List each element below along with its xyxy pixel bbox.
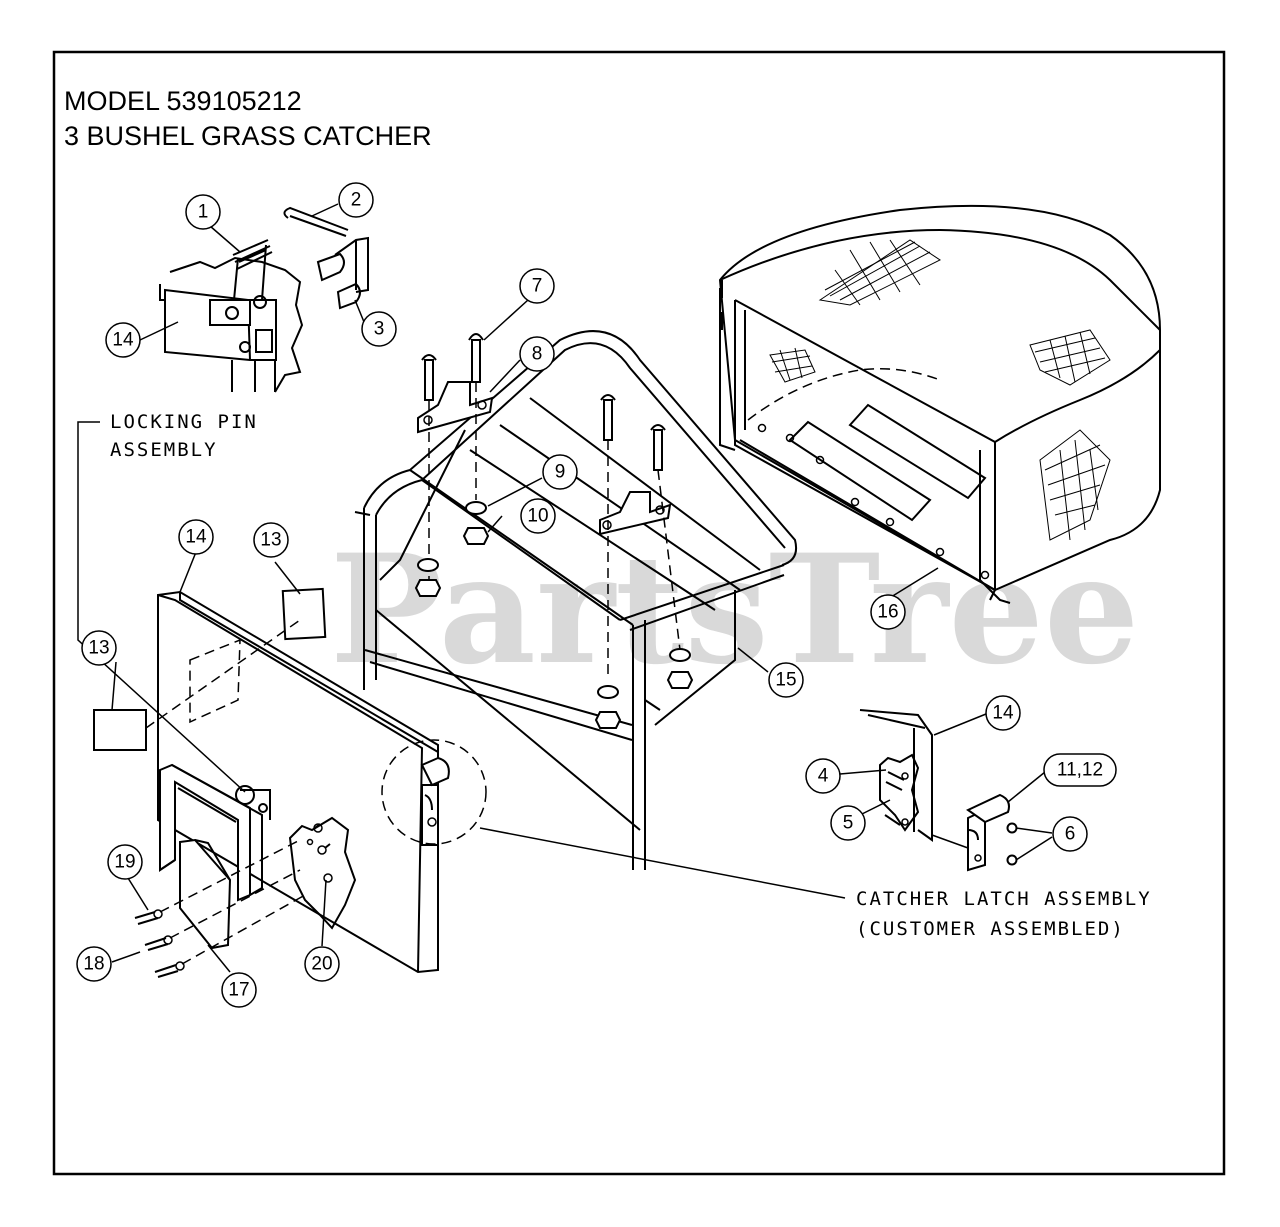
svg-text:14: 14 (992, 703, 1014, 724)
callout-14-latch: 14 (985, 695, 1021, 731)
svg-text:7: 7 (532, 276, 543, 297)
callout-2: 2 (338, 182, 374, 218)
svg-text:1: 1 (198, 202, 209, 223)
rear-panel-drawing (93, 587, 846, 978)
svg-text:8: 8 (532, 344, 543, 365)
callout-13-upper: 13 (253, 522, 289, 558)
callout-11-12: 11,12 (1043, 753, 1117, 787)
svg-text:4: 4 (818, 766, 829, 787)
svg-text:13: 13 (260, 530, 281, 551)
callout-7: 7 (519, 268, 555, 304)
svg-text:14: 14 (112, 330, 134, 351)
svg-text:20: 20 (311, 954, 332, 975)
svg-text:11,12: 11,12 (1057, 760, 1103, 781)
callout-8: 8 (519, 336, 555, 372)
callout-18: 18 (76, 946, 112, 982)
catcher-latch-note-line2: (CUSTOMER ASSEMBLED) (856, 918, 1125, 940)
svg-text:15: 15 (775, 670, 796, 691)
bag-rivets (757, 423, 990, 580)
callout-4: 4 (805, 758, 841, 794)
svg-text:5: 5 (843, 813, 854, 834)
callout-20: 20 (304, 946, 340, 982)
callout-leaders (111, 203, 1053, 973)
catcher-latch-inset-drawing (859, 709, 1018, 872)
callout-6: 6 (1052, 816, 1088, 852)
svg-text:14: 14 (185, 527, 207, 548)
callout-17: 17 (221, 972, 257, 1008)
svg-text:2: 2 (351, 190, 362, 211)
grass-bag-drawing (718, 204, 1161, 604)
callout-3: 3 (361, 311, 397, 347)
svg-text:17: 17 (228, 980, 249, 1001)
callout-14-panel: 14 (178, 519, 214, 555)
callout-13-lower: 13 (81, 630, 117, 666)
catcher-latch-note-line1: CATCHER LATCH ASSEMBLY (856, 888, 1152, 910)
svg-text:19: 19 (114, 852, 135, 873)
model-number-title: MODEL 539105212 (64, 86, 302, 116)
svg-text:9: 9 (555, 462, 566, 483)
callout-1: 1 (185, 194, 221, 230)
svg-text:16: 16 (877, 602, 898, 623)
svg-text:6: 6 (1065, 824, 1076, 845)
callout-16: 16 (870, 594, 906, 630)
callout-10: 10 (520, 498, 556, 534)
locking-pin-leader (77, 421, 246, 793)
svg-text:18: 18 (83, 954, 104, 975)
callout-14-locking-pin: 14 (105, 322, 141, 358)
bag-mesh-patches (769, 239, 1111, 541)
locking-pin-note-line1: LOCKING PIN (110, 411, 258, 433)
svg-text:10: 10 (527, 506, 548, 527)
product-name-title: 3 BUSHEL GRASS CATCHER (64, 121, 432, 151)
catcher-frame-drawing (354, 330, 798, 870)
locking-pin-note-line2: ASSEMBLY (110, 439, 218, 461)
callout-19: 19 (107, 844, 143, 880)
diagram-frame (52, 50, 1226, 1176)
svg-text:3: 3 (374, 319, 385, 340)
svg-text:13: 13 (88, 638, 109, 659)
callout-9: 9 (542, 454, 578, 490)
callout-15: 15 (768, 662, 804, 698)
locking-pin-assembly-drawing (159, 206, 369, 393)
callout-5: 5 (830, 805, 866, 841)
